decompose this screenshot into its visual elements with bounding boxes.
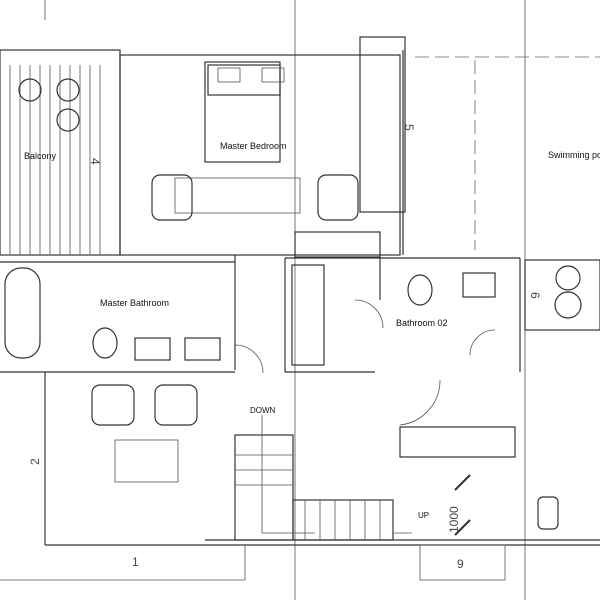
sink xyxy=(462,272,496,298)
furniture xyxy=(4,64,582,530)
dimension-1000: 1000 xyxy=(447,506,461,533)
bed-pillows xyxy=(207,64,281,96)
toilet xyxy=(92,327,118,359)
dimension-9: 9 xyxy=(457,557,464,571)
label-master-bathroom: Master Bathroom xyxy=(100,298,169,308)
armchair xyxy=(317,174,359,221)
armchair xyxy=(151,174,193,221)
label-stairs-down: DOWN xyxy=(250,406,276,415)
dimension-6: 6 xyxy=(528,292,542,299)
sink xyxy=(184,337,221,361)
dimension-5: 5 xyxy=(402,124,416,131)
label-master-bedroom: Master Bedroom xyxy=(220,141,287,151)
label-bathroom-02: Bathroom 02 xyxy=(396,318,448,328)
sink xyxy=(134,337,171,361)
armchair xyxy=(91,384,135,426)
label-stairs-up: UP xyxy=(418,511,429,520)
armchair xyxy=(154,384,198,426)
label-swimming-pool: Swimming poo xyxy=(548,150,600,160)
walls xyxy=(0,36,600,581)
wardrobe xyxy=(399,426,516,458)
coffee-table xyxy=(114,439,179,483)
office-chair xyxy=(537,496,559,530)
dimension-1: 1 xyxy=(132,555,139,569)
dimension-4: 4 xyxy=(88,158,102,165)
doors xyxy=(234,299,496,426)
staircase xyxy=(234,415,471,541)
dimension-2: 2 xyxy=(28,458,42,465)
wardrobe xyxy=(291,264,325,366)
balcony-decking xyxy=(9,65,101,255)
toilet xyxy=(407,274,433,306)
label-balcony: Balcony xyxy=(24,151,57,161)
bathtub xyxy=(4,267,41,359)
